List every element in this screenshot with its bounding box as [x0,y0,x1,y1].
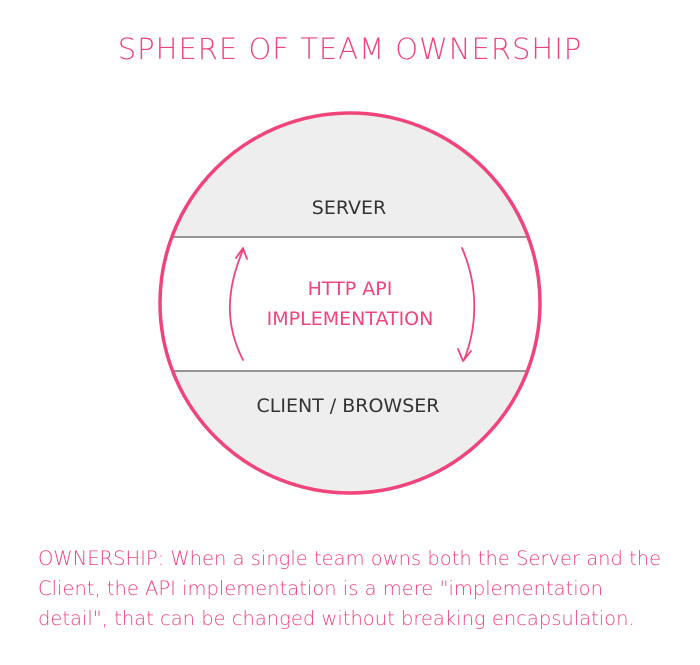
diagram-title: SPHERE OF TEAM OWNERSHIP [117,32,583,66]
client-browser-label: CLIENT / BROWSER [256,395,439,417]
http-api-label: HTTP API [308,278,393,300]
client-zone [160,371,540,493]
implementation-label: IMPLEMENTATION [267,308,434,330]
server-label: SERVER [312,197,386,219]
upward-arrow-icon [229,247,248,361]
sphere-outline [158,111,542,495]
downward-arrow-icon [457,247,476,362]
ownership-caption: OWNERSHIP: When a single team owns both … [38,547,662,630]
